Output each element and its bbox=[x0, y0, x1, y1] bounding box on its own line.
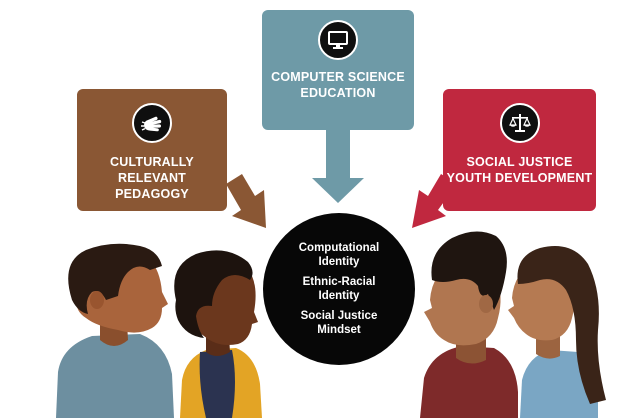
social-justice-label-line2: YOUTH DEVELOPMENT bbox=[446, 171, 593, 185]
person-boy-right bbox=[420, 231, 518, 418]
computer-science-label-line1: COMPUTER SCIENCE bbox=[271, 70, 405, 84]
social-justice-box: SOCIAL JUSTICE YOUTH DEVELOPMENT bbox=[443, 89, 596, 211]
outcome-line: Computational bbox=[298, 242, 380, 254]
outcome-computational-identity: Computational Identity bbox=[299, 241, 380, 269]
computer-science-label-line2: EDUCATION bbox=[300, 86, 376, 100]
culturally-relevant-label-line1: CULTURALLY RELEVANT bbox=[110, 155, 194, 185]
outcome-line: Identity bbox=[318, 290, 360, 302]
outcome-line: Identity bbox=[318, 256, 360, 268]
computer-science-box: COMPUTER SCIENCE EDUCATION bbox=[262, 10, 414, 130]
computer-monitor-icon bbox=[318, 20, 358, 60]
social-justice-label-line1: SOCIAL JUSTICE bbox=[466, 155, 573, 169]
outcome-social-justice-mindset: Social Justice Mindset bbox=[301, 309, 378, 337]
culturally-relevant-box: CULTURALLY RELEVANT PEDAGOGY bbox=[77, 89, 227, 211]
outcome-line: Social Justice bbox=[300, 310, 378, 322]
arrow-computer-science bbox=[312, 130, 364, 203]
identity-outcomes-circle: Computational Identity Ethnic-Racial Ide… bbox=[263, 213, 415, 365]
culturally-relevant-label-line2: PEDAGOGY bbox=[115, 187, 189, 201]
scales-of-justice-icon bbox=[499, 103, 540, 143]
person-boy-left bbox=[56, 243, 174, 418]
outcome-line: Mindset bbox=[317, 324, 361, 336]
arrow-culturally-relevant bbox=[226, 174, 266, 228]
person-girl-left bbox=[174, 250, 262, 418]
outcome-line: Ethnic-Racial bbox=[302, 276, 376, 288]
hand-sign-icon bbox=[132, 103, 172, 143]
person-girl-right bbox=[508, 246, 606, 418]
outcome-ethnic-racial-identity: Ethnic-Racial Identity bbox=[303, 275, 376, 303]
